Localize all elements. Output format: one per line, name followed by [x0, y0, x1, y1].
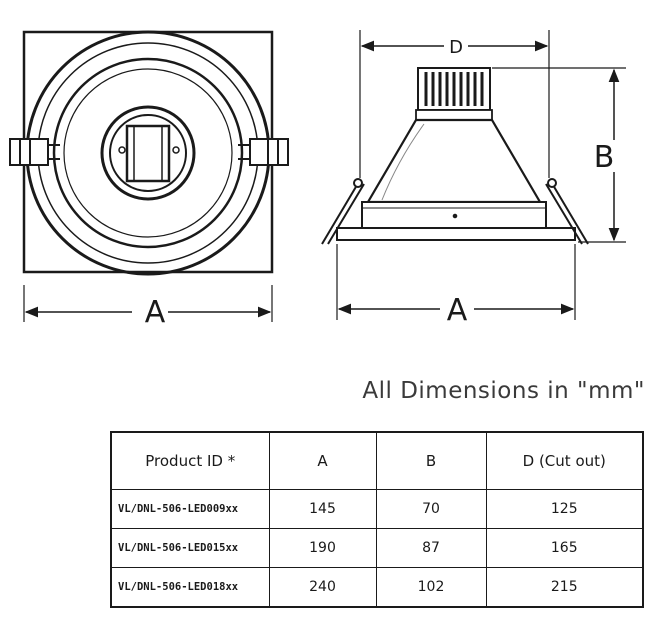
cell-product-id: VL/DNL-506-LED018xx [110, 567, 270, 608]
table-row: VL/DNL-506-LED018xx 240 102 215 [110, 567, 644, 608]
cell-a: 190 [268, 528, 377, 568]
cell-d: 215 [485, 567, 644, 608]
side-dim-label-d: D [449, 37, 463, 58]
cell-b: 70 [375, 489, 487, 529]
screw-right [172, 146, 180, 154]
cell-b: 102 [375, 567, 487, 608]
screw-left [118, 146, 126, 154]
header-product-id: Product ID * [110, 431, 270, 490]
reflector-inner-ring [63, 68, 233, 238]
trim-flange [336, 227, 576, 241]
dimensions-note: All Dimensions in "mm" [362, 378, 645, 404]
outer-trim-ring [25, 30, 271, 276]
header-d: D (Cut out) [485, 431, 644, 490]
header-b: B [375, 431, 487, 490]
heatsink [415, 67, 493, 121]
spring-clip-right [545, 178, 589, 245]
trim-inner-ring [37, 42, 259, 264]
side-dim-label-a: A [447, 293, 468, 328]
cell-d: 125 [485, 489, 644, 529]
cell-product-id: VL/DNL-506-LED009xx [110, 489, 270, 529]
clip-left [9, 138, 60, 166]
led-module-inner [109, 114, 187, 192]
cell-a: 145 [268, 489, 377, 529]
clip-right [238, 138, 289, 166]
cell-a: 240 [268, 567, 377, 608]
front-view [9, 30, 289, 322]
side-dim-label-b: B [594, 140, 615, 175]
cell-d: 165 [485, 528, 644, 568]
led-module-ring [100, 105, 196, 201]
body-band [361, 201, 547, 229]
spring-clip-left [321, 178, 365, 245]
dimensions-table: Product ID * A B D (Cut out) VL/DNL-506-… [110, 431, 644, 608]
side-view [321, 30, 626, 320]
cell-b: 87 [375, 528, 487, 568]
cell-product-id: VL/DNL-506-LED015xx [110, 528, 270, 568]
front-dim-label-a: A [145, 295, 166, 330]
table-row: VL/DNL-506-LED009xx 145 70 125 [110, 489, 644, 529]
table-row: VL/DNL-506-LED015xx 190 87 165 [110, 528, 644, 568]
reflector-body [366, 118, 542, 204]
technical-drawing: A [9, 30, 626, 330]
table-header-row: Product ID * A B D (Cut out) [110, 431, 644, 490]
header-a: A [268, 431, 377, 490]
led-chip [125, 124, 171, 183]
reflector-ring [52, 57, 244, 249]
